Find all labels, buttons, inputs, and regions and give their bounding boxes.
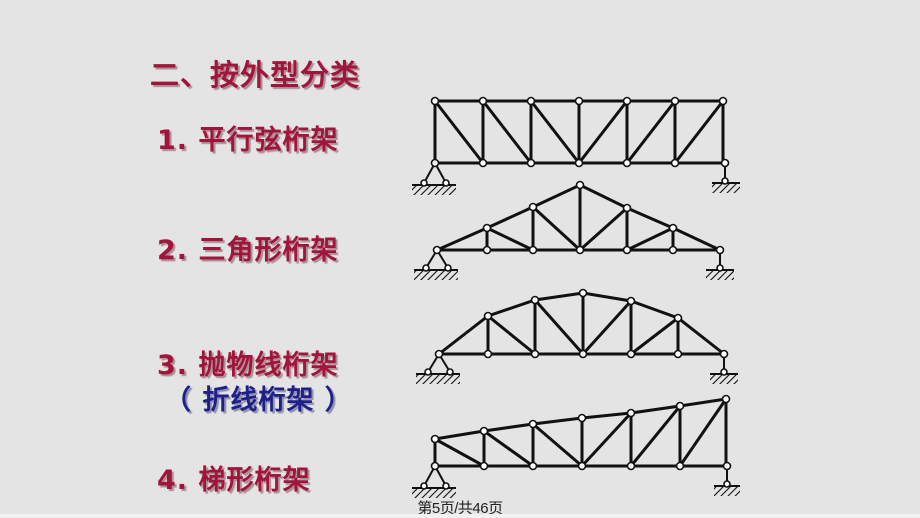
support-hatch-icon <box>414 269 734 280</box>
truss-joints <box>420 96 730 187</box>
item-sublabel-polyline: （ 折线桁架 ） <box>164 385 353 416</box>
trapezoidal-truss-diagram <box>423 397 728 487</box>
parabolic-truss-diagram <box>427 291 726 373</box>
parallel-chord-truss-diagram <box>423 99 726 184</box>
section-title: 二、按外型分类 <box>150 58 361 92</box>
support-hatch-icon <box>416 373 738 384</box>
page-number: 第5页/共46页 <box>417 500 503 517</box>
truss-joints <box>420 394 732 490</box>
item-label-parallel-chord: 1. 平行弦桁架 <box>157 125 339 156</box>
bottom-strip <box>0 514 920 518</box>
item-label-parabolic: 3. 抛物线桁架 <box>157 350 339 381</box>
item-label-trapezoidal: 4. 梯形桁架 <box>157 465 311 496</box>
item-label-triangular: 2. 三角形桁架 <box>157 235 339 266</box>
truss-joints <box>422 180 725 272</box>
truss-joints <box>424 288 729 376</box>
